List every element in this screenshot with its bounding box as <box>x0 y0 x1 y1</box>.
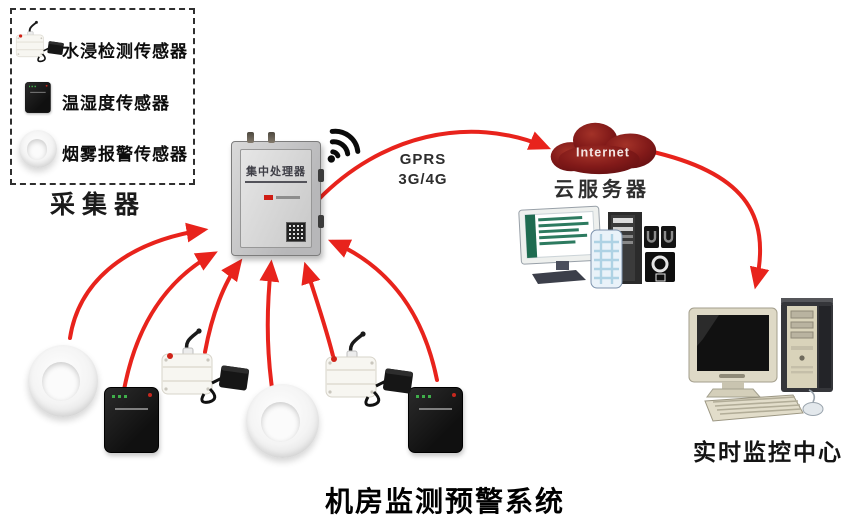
brand-mark <box>264 195 304 201</box>
sensor-arrow <box>122 251 218 392</box>
internet-cloud: Internet <box>538 117 666 177</box>
sensor-arrow <box>68 222 209 340</box>
legend-item-label: 水浸检测传感器 <box>62 42 188 61</box>
diagram-title: 机房监测预警系统 <box>324 487 565 518</box>
legend-item-label: 烟雾报警传感器 <box>62 145 188 164</box>
antenna-connector-icon <box>268 132 275 143</box>
wifi-icon <box>327 128 361 163</box>
gprs-line: 3G/4G <box>398 170 448 188</box>
monitoring-pc-icon <box>688 298 833 422</box>
water-leak-sensor-icon <box>14 20 66 63</box>
processor-front-panel: 集中处理器 <box>240 149 312 248</box>
processor-label: 集中处理器 <box>245 163 307 183</box>
antenna-connector-icon <box>247 132 254 143</box>
cloud-server-equipment-icon <box>518 205 676 289</box>
smoke-alarm-sensor-icon <box>19 130 57 168</box>
uplink-protocol-label: GPRS 3G/4G <box>388 150 458 189</box>
legend-item-label: 温湿度传感器 <box>62 94 170 113</box>
sensor-arrow <box>327 239 439 382</box>
sensor-arrow <box>203 258 243 354</box>
legend-box <box>10 8 195 185</box>
water-leak-sensor-device <box>322 330 417 408</box>
sensor-arrow <box>301 261 336 362</box>
smoke-alarm-sensor-device <box>246 384 319 458</box>
temp-humidity-sensor-icon <box>25 82 51 114</box>
downlink-arrow <box>647 149 770 290</box>
water-leak-sensor-device <box>158 327 253 405</box>
side-latch-icon <box>318 215 324 228</box>
qr-code-icon <box>286 222 306 242</box>
cloud-label: Internet <box>576 146 630 160</box>
uplink-arrow <box>316 129 552 202</box>
temp-humidity-sensor-device <box>408 387 463 453</box>
side-latch-icon <box>318 169 324 182</box>
central-processor-box: 集中处理器 <box>231 132 324 256</box>
collector-label: 采集器 <box>50 191 147 219</box>
smoke-alarm-sensor-device <box>28 345 98 417</box>
sensor-arrow <box>259 259 280 390</box>
cloud-server-label: 云服务器 <box>554 179 650 201</box>
temp-humidity-sensor-device <box>104 387 159 453</box>
monitoring-center-label: 实时监控中心 <box>693 439 843 465</box>
gprs-line: GPRS <box>399 151 447 168</box>
